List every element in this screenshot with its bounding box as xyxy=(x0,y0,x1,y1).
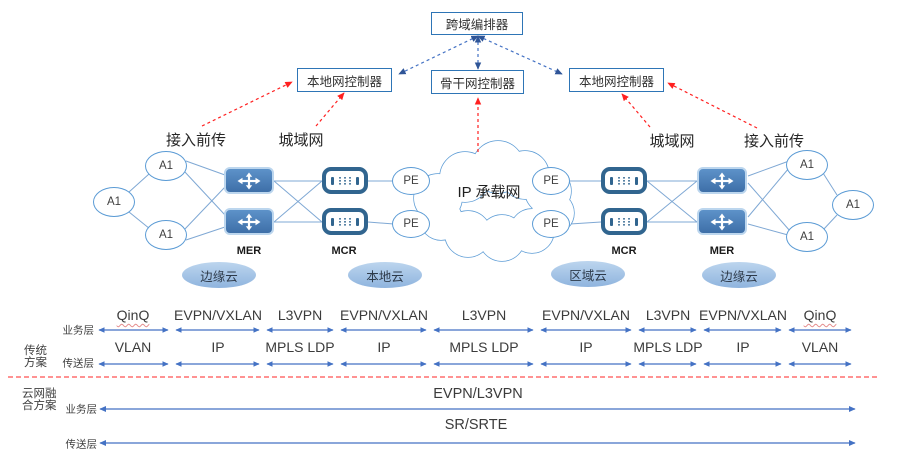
a1-node: A1 xyxy=(786,222,828,252)
orchestration-links xyxy=(398,35,563,75)
mer-left-label: MER xyxy=(236,245,262,257)
service-segment-label: L3VPN xyxy=(461,307,507,323)
transport-segment-label: IP xyxy=(736,339,750,355)
transport-segment-label: IP xyxy=(211,339,225,355)
service-segment-label: QinQ xyxy=(803,307,837,323)
traditional-scheme-line2: 方案 xyxy=(24,357,47,369)
core-network-label: IP 承载网 xyxy=(457,184,521,201)
converged-scheme-line2: 合方案 xyxy=(22,400,57,412)
mer-device xyxy=(697,167,747,194)
access-fronthaul-left-label: 接入前传 xyxy=(165,132,227,149)
converged-service-layer-label: 业务层 xyxy=(65,403,98,416)
local-cloud-badge: 本地云 xyxy=(348,262,422,288)
backbone-controller-box: 骨干网控制器 xyxy=(431,70,524,94)
mer-device xyxy=(224,167,274,194)
mcr-device xyxy=(601,208,647,235)
service-segment-label: QinQ xyxy=(116,307,150,323)
access-fronthaul-right-label: 接入前传 xyxy=(743,133,805,150)
local-controller-left-box: 本地网控制器 xyxy=(297,68,392,92)
router-icon xyxy=(237,172,261,189)
mcr-right-label: MCR xyxy=(611,245,637,257)
edge-cloud-right-badge: 边缘云 xyxy=(702,262,776,288)
converged-transport-value: SR/SRTE xyxy=(444,417,508,433)
pe-node: PE xyxy=(392,167,430,195)
access-ring-right-lines xyxy=(747,160,838,236)
mer-device xyxy=(224,208,274,235)
transport-segment-label: VLAN xyxy=(114,339,152,355)
transport-device-icon xyxy=(610,176,638,185)
edge-cloud-left-badge: 边缘云 xyxy=(182,262,256,288)
service-segment-label: L3VPN xyxy=(277,307,323,323)
service-segment-label: EVPN/VXLAN xyxy=(174,307,262,323)
router-icon xyxy=(237,213,261,230)
converged-service-value: EVPN/L3VPN xyxy=(433,386,523,402)
router-icon xyxy=(710,213,734,230)
converged-scheme-line1: 云网融 xyxy=(22,388,57,400)
a1-node: A1 xyxy=(145,151,187,181)
mer-device xyxy=(697,208,747,235)
cross-connect-left-lines xyxy=(273,180,395,225)
transport-segment-label: MPLS LDP xyxy=(265,339,335,355)
control-links-red xyxy=(201,81,758,152)
converged-transport-layer-label: 传送层 xyxy=(65,438,98,451)
transport-device-icon xyxy=(331,176,359,185)
a1-node: A1 xyxy=(832,190,874,220)
metro-right-label: 城域网 xyxy=(649,133,695,150)
transport-segment-label: VLAN xyxy=(801,339,839,355)
transport-device-icon xyxy=(331,217,359,226)
converged-scheme-name: 云网融 合方案 xyxy=(22,388,57,412)
pe-node: PE xyxy=(532,167,570,195)
traditional-scheme-name: 传统 方案 xyxy=(24,345,47,369)
mcr-device xyxy=(322,208,368,235)
converged-layer-arrows xyxy=(99,405,856,447)
service-segment-label: EVPN/VXLAN xyxy=(699,307,787,323)
mcr-device xyxy=(322,167,368,194)
cross-connect-right-lines xyxy=(569,180,698,225)
transport-segment-label: IP xyxy=(579,339,593,355)
mcr-device xyxy=(601,167,647,194)
transport-segment-label: IP xyxy=(377,339,391,355)
transport-segment-label: MPLS LDP xyxy=(449,339,519,355)
cross-domain-orchestrator-box: 跨域编排器 xyxy=(431,12,523,35)
local-controller-right-box: 本地网控制器 xyxy=(569,68,664,92)
service-segment-label: EVPN/VXLAN xyxy=(340,307,428,323)
service-layer-label: 业务层 xyxy=(62,324,95,337)
service-segment-label: EVPN/VXLAN xyxy=(542,307,630,323)
mcr-left-label: MCR xyxy=(331,245,357,257)
pe-node: PE xyxy=(532,210,570,238)
router-icon xyxy=(710,172,734,189)
pe-node: PE xyxy=(392,210,430,238)
traditional-scheme-line1: 传统 xyxy=(24,345,47,357)
mer-right-label: MER xyxy=(709,245,735,257)
regional-cloud-badge: 区域云 xyxy=(551,261,625,287)
metro-left-label: 城域网 xyxy=(278,132,324,149)
transport-segment-label: MPLS LDP xyxy=(633,339,703,355)
a1-node: A1 xyxy=(145,220,187,250)
transport-device-icon xyxy=(610,217,638,226)
a1-node: A1 xyxy=(93,187,135,217)
a1-node: A1 xyxy=(786,150,828,180)
transport-layer-label: 传送层 xyxy=(62,357,95,370)
service-segment-label: L3VPN xyxy=(645,307,691,323)
access-ring-left-lines xyxy=(128,160,226,241)
